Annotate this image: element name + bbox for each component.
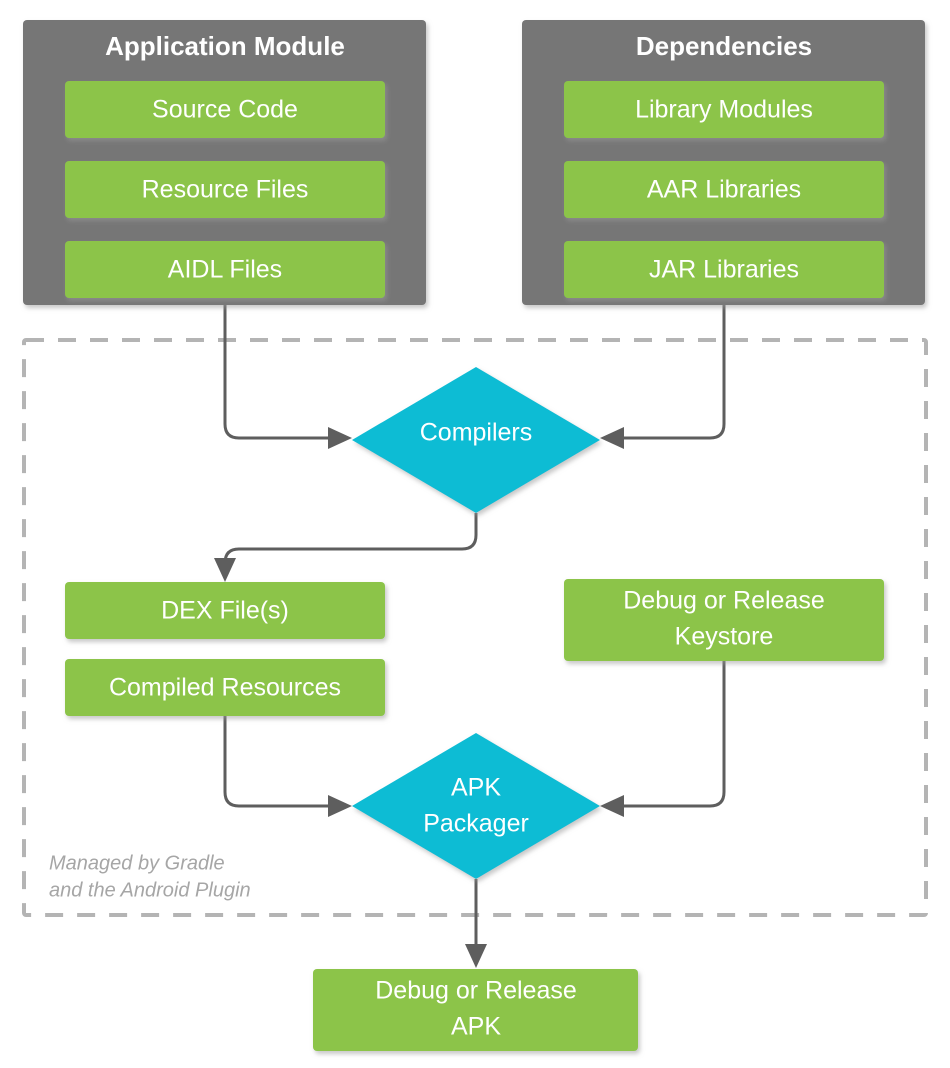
process-apk-packager: APK Packager	[352, 733, 600, 879]
artifact-output-apk-box	[313, 969, 638, 1051]
process-apk-packager-label-line1: APK	[451, 774, 501, 802]
connector-appmodule-to-compilers	[223, 305, 338, 440]
item-source-code-box	[65, 81, 385, 138]
arrowhead-keystore-to-packager	[600, 795, 624, 817]
item-aidl-files-label: AIDL Files	[168, 256, 282, 284]
artifact-dex-files: DEX File(s)	[65, 582, 385, 639]
item-resource-files-box	[65, 161, 385, 218]
artifact-dex-files-box	[65, 582, 385, 639]
arrowhead-compilers-to-dex	[214, 558, 236, 582]
arrowhead-dependencies-to-compilers	[600, 427, 624, 449]
managed-region-caption-line1: Managed by Gradle	[49, 852, 225, 874]
connector-keystore-to-packager	[614, 661, 726, 808]
process-apk-packager-shape	[352, 733, 600, 879]
connector-compilers-to-dex	[223, 513, 478, 568]
item-aar-libraries-box	[564, 161, 884, 218]
artifact-output-apk-label-line2: APK	[451, 1013, 501, 1041]
arrowhead-resources-to-packager	[328, 795, 352, 817]
group-application-module-title: Application Module	[105, 31, 345, 61]
group-dependencies: Dependencies Library Modules AAR Librari…	[522, 20, 925, 305]
artifact-keystore-label-line1: Debug or Release	[623, 587, 825, 615]
group-dependencies-title: Dependencies	[636, 31, 812, 61]
artifact-keystore-box	[564, 579, 884, 661]
process-compilers-label: Compilers	[420, 419, 533, 447]
connector-dependencies-to-compilers	[614, 305, 726, 440]
process-compilers: Compilers	[352, 367, 600, 513]
item-aar-libraries-label: AAR Libraries	[647, 176, 801, 204]
process-compilers-shape	[352, 367, 600, 513]
managed-region-caption-line2: and the Android Plugin	[49, 879, 251, 901]
managed-region-caption: Managed by Gradle and the Android Plugin	[49, 852, 251, 901]
connector-resources-to-packager	[223, 716, 338, 808]
item-resource-files-label: Resource Files	[142, 176, 309, 204]
item-source-code-label: Source Code	[152, 96, 298, 124]
artifact-output-apk-label-line1: Debug or Release	[375, 977, 577, 1005]
artifact-output-apk: Debug or Release APK	[313, 969, 638, 1051]
artifact-keystore: Debug or Release Keystore	[564, 579, 884, 661]
artifact-compiled-resources-box	[65, 659, 385, 716]
item-jar-libraries-label: JAR Libraries	[649, 256, 799, 284]
item-jar-libraries-box	[564, 241, 884, 298]
artifact-compiled-resources-label: Compiled Resources	[109, 674, 341, 702]
item-library-modules-label: Library Modules	[635, 96, 813, 124]
item-aidl-files-box	[65, 241, 385, 298]
process-apk-packager-label-line2: Packager	[423, 810, 529, 838]
artifact-keystore-label-line2: Keystore	[675, 623, 774, 651]
arrowhead-packager-to-apk	[465, 944, 487, 968]
artifact-dex-files-label: DEX File(s)	[161, 597, 289, 625]
artifact-compiled-resources: Compiled Resources	[65, 659, 385, 716]
group-application-module: Application Module Source Code Resource …	[23, 20, 426, 305]
arrowhead-appmodule-to-compilers	[328, 427, 352, 449]
item-library-modules-box	[564, 81, 884, 138]
